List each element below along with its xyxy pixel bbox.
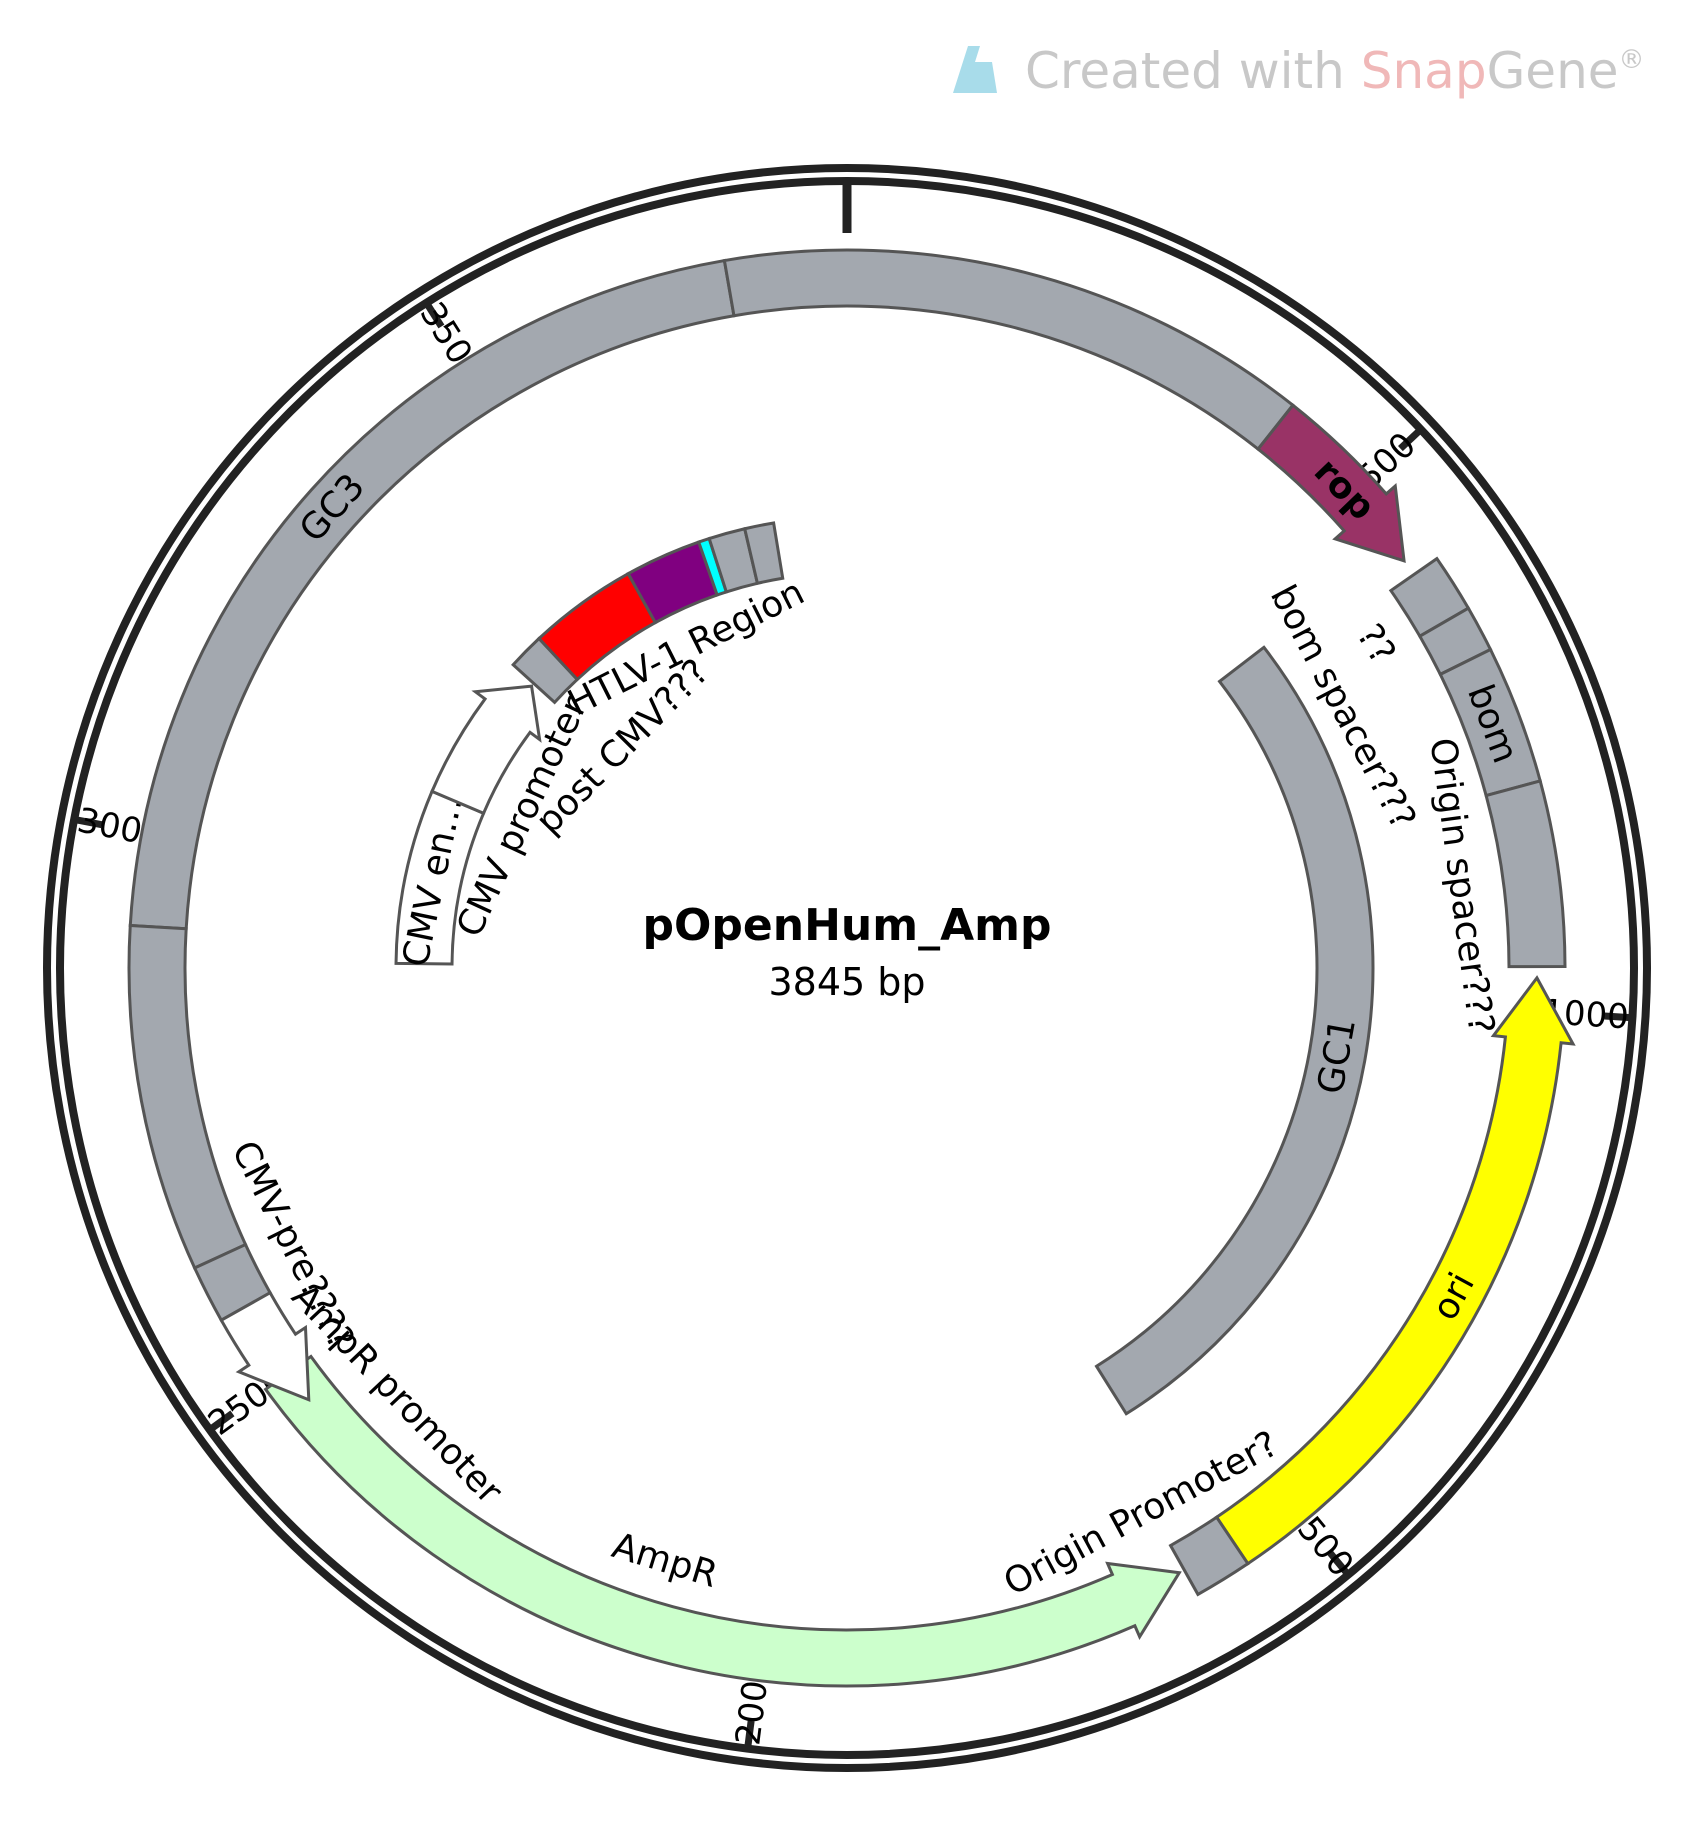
label-ampr: AmpR (607, 1525, 722, 1596)
feature-orisp[interactable] (1484, 779, 1567, 969)
feature-gc3c[interactable] (127, 923, 248, 1270)
feature-rop[interactable] (1255, 403, 1406, 563)
watermark-registered: ® (1619, 45, 1645, 75)
feature-ampr[interactable] (263, 1354, 1182, 1688)
feature-cmvpre-box[interactable] (192, 1242, 273, 1323)
feature-amprprom[interactable] (219, 1290, 311, 1403)
feature-g2[interactable] (742, 521, 785, 586)
snapgene-logo-icon (953, 46, 997, 93)
feature-cmvprom[interactable] (430, 684, 542, 816)
plasmid-name: pOpenHum_Amp (643, 900, 1052, 951)
tick-mark (422, 299, 445, 329)
watermark-brand-gene: Gene (1487, 42, 1619, 100)
snapgene-watermark: Created with SnapGene® (953, 42, 1645, 100)
tick-mark (1398, 425, 1425, 452)
tick-mark (1604, 1012, 1635, 1022)
watermark-text: Created with SnapGene® (1025, 42, 1645, 100)
watermark-brand-snap: Snap (1361, 42, 1487, 100)
watermark-prefix: Created with (1025, 42, 1361, 100)
plasmid-size: 3845 bp (768, 960, 925, 1004)
label-: ?? (1348, 617, 1403, 671)
backbone-outer-line (43, 164, 1651, 1772)
tick-mark (743, 1720, 755, 1752)
tick-mark (71, 815, 103, 829)
tick-mark (1327, 1550, 1353, 1579)
feature-gc1[interactable] (1094, 645, 1375, 1416)
tick-mark (206, 1410, 235, 1434)
plasmid-center-title: pOpenHum_Amp 3845 bp (643, 900, 1052, 1004)
feature-gc3b[interactable] (722, 248, 1295, 452)
feature-oriprom[interactable] (1168, 1515, 1250, 1597)
